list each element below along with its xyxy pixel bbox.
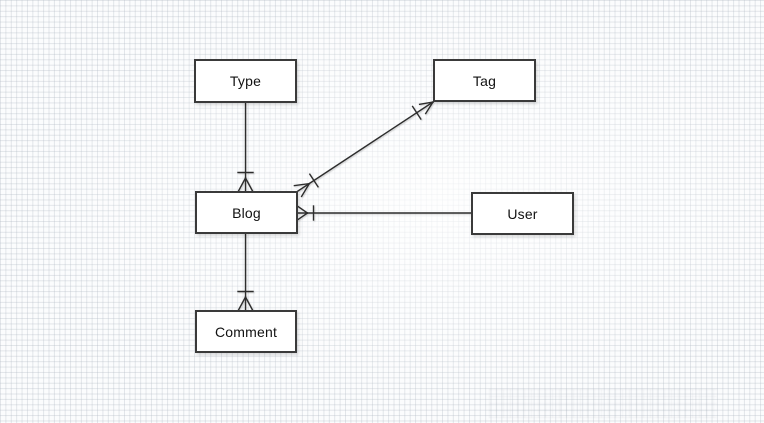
entity-label-blog: Blog (232, 204, 261, 221)
connector-blog-comment[interactable] (237, 233, 254, 311)
entity-box-comment[interactable]: Comment (195, 310, 297, 353)
entity-box-type[interactable]: Type (194, 59, 297, 103)
entity-label-tag: Tag (472, 72, 497, 89)
entity-box-blog[interactable]: Blog (195, 191, 298, 234)
entity-box-tag[interactable]: Tag (433, 59, 536, 102)
connector-blog-tag[interactable] (293, 101, 434, 198)
connector-blog-user[interactable] (297, 205, 472, 221)
connector-type-blog[interactable] (237, 102, 254, 192)
entity-box-user[interactable]: User (471, 192, 574, 235)
entity-label-type: Type (229, 73, 262, 89)
entity-label-user: User (507, 205, 538, 222)
entity-label-comment: Comment (214, 323, 278, 340)
